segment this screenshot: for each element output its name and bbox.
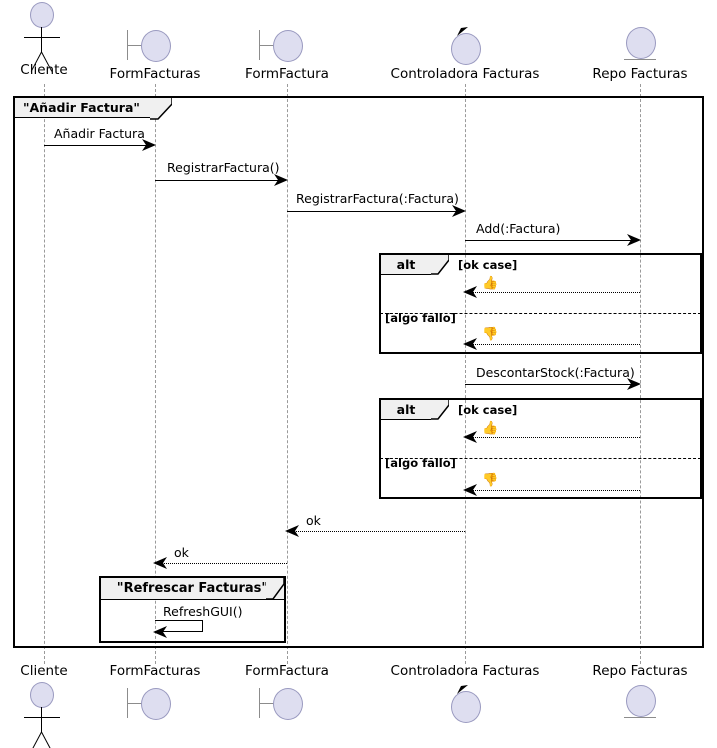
lifeline-repo <box>640 84 641 664</box>
message-label-thumbs-down-icon: 👎 <box>482 327 499 342</box>
main-frame-label: "Añadir Factura" <box>15 98 150 118</box>
message-line-alt2-ok <box>473 437 640 438</box>
frame-notch-icon <box>431 255 449 275</box>
lifeline-formfactura <box>287 84 288 664</box>
message-label-ok-formfactura: ok <box>174 545 189 560</box>
boundary-icon <box>65 24 245 66</box>
message-label-thumbs-up-icon: 👍 <box>482 421 499 436</box>
message-line-alt2-fail <box>473 490 640 491</box>
guard-alt2-fail: [algo fallo] <box>385 456 456 470</box>
participant-cliente-top[interactable]: Cliente <box>0 2 134 78</box>
alt-operator-label: alt <box>381 255 431 275</box>
actor-icon <box>0 2 134 72</box>
message-line-alt1-ok <box>473 292 640 293</box>
guard-alt1-fail: [algo fallo] <box>385 311 456 325</box>
participant-controladora-bottom[interactable]: Controladora Facturas <box>375 663 555 724</box>
participant-label: Controladora Facturas <box>390 66 540 82</box>
message-label-descontarstock: DescontarStock(:Factura) <box>476 365 635 380</box>
arrowhead-left-icon <box>285 525 299 537</box>
arrowhead-left-icon <box>463 431 477 443</box>
arrowhead-right-icon <box>142 139 156 151</box>
participant-formfacturas-top[interactable]: FormFacturas <box>65 24 245 82</box>
control-arrow-icon <box>457 27 468 36</box>
message-line-registrarfactura <box>155 180 279 181</box>
arrowhead-right-icon <box>274 174 288 186</box>
actor-icon <box>0 682 134 748</box>
group-title: "Refrescar Facturas" <box>101 578 284 600</box>
boundary-icon <box>197 24 377 66</box>
participant-label: FormFacturas <box>109 663 201 679</box>
guard-alt2-ok: [ok case] <box>458 403 518 417</box>
alt1-divider <box>380 313 701 314</box>
alt-fragment-2: alt <box>379 398 702 499</box>
arrowhead-right-icon <box>627 378 641 390</box>
participant-label: Repo Facturas <box>592 663 688 679</box>
participant-label: Controladora Facturas <box>390 663 540 679</box>
lifeline-cliente <box>44 84 45 664</box>
participant-label: FormFactura <box>245 663 329 679</box>
message-line-add-factura <box>465 240 632 241</box>
control-icon <box>375 682 555 724</box>
entity-icon <box>550 24 717 66</box>
arrowhead-left-icon <box>463 484 477 496</box>
message-line-ok-formfactura <box>164 563 287 564</box>
group-refrescar-facturas: "Refrescar Facturas" <box>99 576 286 643</box>
participant-formfactura-bottom[interactable]: FormFactura <box>197 663 377 724</box>
boundary-icon <box>197 682 377 724</box>
entity-icon <box>550 682 717 724</box>
control-icon <box>375 24 555 66</box>
participant-cliente-bottom[interactable]: Cliente <box>0 663 134 748</box>
self-message-loop <box>155 620 203 632</box>
message-line-ok-controladora <box>296 531 465 532</box>
participant-formfacturas-bottom[interactable]: FormFacturas <box>65 663 245 724</box>
frame-notch-icon <box>431 400 449 420</box>
message-label-add-factura: Add(:Factura) <box>476 221 561 236</box>
message-label-refreshgui: RefreshGUI() <box>163 604 243 619</box>
frame-notch-icon <box>266 578 284 600</box>
message-label-thumbs-up-icon: 👍 <box>482 276 499 291</box>
participant-label: Cliente <box>20 663 68 679</box>
participant-repo-bottom[interactable]: Repo Facturas <box>550 663 717 724</box>
arrowhead-left-icon <box>463 338 477 350</box>
participant-label: FormFactura <box>245 66 329 82</box>
control-arrow-icon <box>457 685 468 694</box>
message-line-registrarfactura-factura <box>287 211 457 212</box>
participant-formfactura-top[interactable]: FormFactura <box>197 24 377 82</box>
participant-label: Repo Facturas <box>592 66 688 82</box>
alt-fragment-1: alt <box>379 253 702 354</box>
arrowhead-left-icon <box>153 626 167 638</box>
participant-repo-top[interactable]: Repo Facturas <box>550 24 717 82</box>
arrowhead-left-icon <box>153 557 167 569</box>
arrowhead-right-icon <box>452 205 466 217</box>
alt-operator-label: alt <box>381 400 431 420</box>
frame-notch-icon <box>150 98 172 120</box>
arrowhead-right-icon <box>627 234 641 246</box>
message-line-anadir-factura <box>44 145 147 146</box>
message-line-alt1-fail <box>473 344 640 345</box>
message-label-thumbs-down-icon: 👎 <box>482 473 499 488</box>
message-label-registrarfactura-factura: RegistrarFactura(:Factura) <box>296 191 459 206</box>
message-label-ok-controladora: ok <box>306 513 321 528</box>
arrowhead-left-icon <box>463 286 477 298</box>
boundary-icon <box>65 682 245 724</box>
message-label-anadir-factura: Añadir Factura <box>54 126 145 141</box>
alt2-divider <box>380 458 701 459</box>
lifeline-formfacturas <box>155 84 156 664</box>
message-label-registrarfactura: RegistrarFactura() <box>167 160 280 175</box>
participant-label: FormFacturas <box>109 66 201 82</box>
guard-alt1-ok: [ok case] <box>458 258 518 272</box>
message-line-descontarstock <box>465 384 632 385</box>
participant-controladora-top[interactable]: Controladora Facturas <box>375 24 555 82</box>
lifeline-controladora <box>465 84 466 664</box>
main-frame: "Añadir Factura" <box>13 96 704 648</box>
